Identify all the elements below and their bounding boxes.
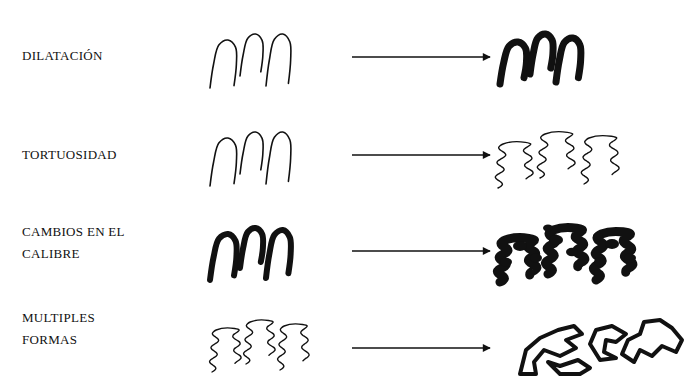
- row-label: MULTIPLES FORMAS: [22, 307, 130, 351]
- dilated-capillary: [500, 42, 527, 84]
- transition-arrow: [352, 56, 490, 57]
- dilated-capillary: [266, 230, 291, 278]
- tortuous-capillary: [581, 136, 619, 184]
- normal-capillary: [210, 40, 237, 88]
- bizarre-capillary: [548, 360, 590, 374]
- tortuous-capillary: [537, 132, 575, 178]
- transition-arrow: [352, 347, 490, 348]
- normal-capillary: [266, 132, 291, 184]
- dilated-capillary: [240, 228, 263, 268]
- normal-capillary: [240, 132, 263, 174]
- normal-capillary: [210, 138, 237, 186]
- tortuous-capillary: [210, 328, 242, 372]
- caliber-change-capillary: [545, 228, 585, 274]
- normal-capillary: [240, 34, 263, 76]
- caliber-bulge: [513, 241, 527, 251]
- dilated-capillary: [210, 234, 237, 280]
- normal-capillary: [266, 34, 291, 86]
- dilated-capillary: [530, 34, 553, 74]
- caliber-bulge: [500, 258, 512, 266]
- tortuous-capillary: [495, 142, 533, 188]
- caliber-bulge: [543, 225, 553, 232]
- transition-arrow: [352, 154, 490, 155]
- caliber-bulge: [566, 248, 578, 256]
- caliber-bulge: [549, 235, 563, 245]
- tortuous-capillary: [244, 320, 276, 364]
- row-label: CAMBIOS EN EL CALIBRE: [22, 221, 130, 265]
- row-label: TORTUOSIDAD: [22, 144, 117, 166]
- caliber-bulge: [530, 254, 542, 262]
- caliber-bulge: [594, 258, 606, 266]
- dilated-capillary: [556, 38, 581, 82]
- row-label: DILATACIÓN: [22, 45, 103, 67]
- caliber-bulge: [624, 254, 636, 262]
- caliber-bulge: [605, 239, 619, 249]
- transition-arrow: [352, 250, 490, 251]
- bizarre-capillary: [622, 320, 682, 362]
- caliber-bulge: [593, 233, 603, 240]
- tortuous-capillary: [278, 324, 310, 370]
